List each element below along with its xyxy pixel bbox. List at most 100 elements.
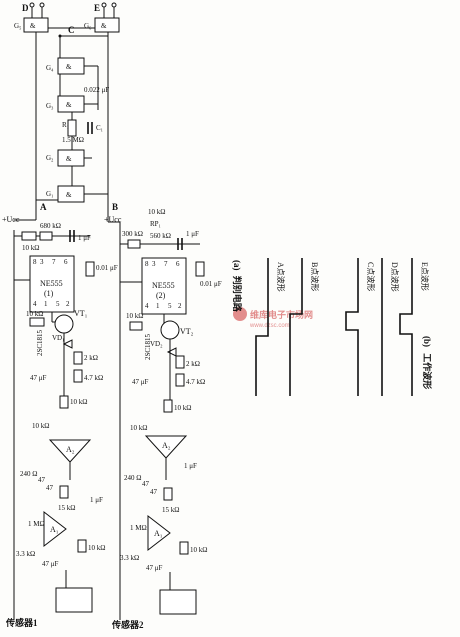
gate-g1: & <box>57 185 85 203</box>
svg-text:2: 2 <box>66 300 70 308</box>
svg-text:6: 6 <box>176 260 180 268</box>
waveform-c <box>345 258 359 396</box>
ch2-transistor <box>160 320 180 340</box>
ch2-ne555 <box>141 257 187 315</box>
ch1-c-1u-label: 1 μF <box>78 234 91 242</box>
svg-text:5: 5 <box>56 300 60 308</box>
ch2-rp-label: RP₁ <box>150 220 161 228</box>
waveform-e-label: E点波形 <box>420 262 430 291</box>
svg-text:47: 47 <box>46 484 54 492</box>
node-a-label: A <box>40 202 47 212</box>
ch1-ne555 <box>29 255 75 313</box>
ch1-r-680-label: 680 kΩ <box>40 222 61 230</box>
ch2-diode <box>166 347 177 357</box>
ch1-c-47u-label: 47 μF <box>30 374 47 382</box>
svg-text:维库电子市场网: 维库电子市场网 <box>250 309 313 320</box>
ch1-r-top-label: 10 kΩ <box>22 244 39 252</box>
ch1-ic-num: (1) <box>44 289 54 298</box>
watermark: 维库电子市场网 www.dzsc.com <box>233 307 313 329</box>
svg-text:8: 8 <box>33 258 37 266</box>
ch1-r-10k-a-label: 10 kΩ <box>70 398 87 406</box>
node-b-label: B <box>112 202 118 212</box>
sensor-1-box <box>55 587 93 613</box>
ch2-r-560-label: 560 kΩ <box>150 232 171 240</box>
node-e-label: E <box>94 3 100 13</box>
ch2-r-240-label: 240 Ω <box>124 474 141 482</box>
svg-text:7: 7 <box>164 260 168 268</box>
ch2-amp-a2 <box>144 435 188 459</box>
c1-label: C₁ <box>96 124 103 132</box>
svg-text:7: 7 <box>52 258 56 266</box>
ch2-r-47k-label: 4.7 kΩ <box>186 378 205 386</box>
gate-g6-label: G₆ <box>84 22 92 30</box>
ch1-r-top <box>21 231 37 241</box>
svg-text:&: & <box>66 191 72 199</box>
ch1-amp1-label: A₁ <box>50 525 59 534</box>
ch1-amp2-label: A₂ <box>66 445 75 454</box>
svg-text:&: & <box>101 22 107 30</box>
svg-text:&: & <box>66 155 72 163</box>
gate-g4-label: G₄ <box>46 64 54 72</box>
gate-g5: & <box>23 17 49 33</box>
waveform-a <box>255 258 269 396</box>
svg-text:47: 47 <box>38 476 46 484</box>
sensor-2-box <box>159 589 197 615</box>
ch2-vt-label: VT₂ <box>180 327 194 336</box>
svg-text:1: 1 <box>44 300 48 308</box>
ch2-vd-label: VD₂ <box>150 340 163 348</box>
ch2-r-10k-a-label: 10 kΩ <box>174 404 191 412</box>
ch1-amp-a1 <box>43 510 67 548</box>
ch1-r-1m-label: 1 MΩ <box>28 520 45 528</box>
svg-text:47: 47 <box>142 480 150 488</box>
waveform-label-b: (b) 工作波形 <box>422 336 433 389</box>
svg-text:1: 1 <box>156 302 160 310</box>
ch1-r-33k-label: 3.3 kΩ <box>16 550 35 558</box>
ch1-part-label: 2SC1815 <box>36 329 44 356</box>
ch1-r-47k-label: 4.7 kΩ <box>84 374 103 382</box>
ch1-r-240-label: 240 Ω <box>20 470 37 478</box>
ch2-amp2-label: A₂ <box>162 441 171 450</box>
ch1-c-47u-b-label: 47 μF <box>42 560 59 568</box>
ch1-ic-name: NE555 <box>40 279 63 288</box>
ch2-c-1u-label: 1 μF <box>186 230 199 238</box>
svg-text:4: 4 <box>145 302 149 310</box>
ch2-c-001-label: 0.01 μF <box>200 280 222 288</box>
svg-text:4: 4 <box>33 300 37 308</box>
c1-value: 0.022 μF <box>84 86 109 94</box>
ch1-c-1u-b-label: 1 μF <box>90 496 103 504</box>
svg-text:www.dzsc.com: www.dzsc.com <box>249 323 290 329</box>
node-c-label: C <box>68 25 75 35</box>
svg-text:3: 3 <box>152 260 156 268</box>
ch2-amp-a1 <box>147 514 171 552</box>
waveform-d-label: D点波形 <box>390 262 400 292</box>
ch1-vd-label: VD₁ <box>52 334 65 342</box>
ch1-c-001-label: 0.01 μF <box>96 264 118 272</box>
svg-text:&: & <box>30 22 36 30</box>
gate-g3: & <box>57 95 85 113</box>
ch2-r-1m-label: 1 MΩ <box>130 524 147 532</box>
ch1-r-10k-b-label: 10 kΩ <box>32 422 49 430</box>
ch2-ic-name: NE555 <box>152 281 175 290</box>
ch1-vt-label: VT₁ <box>74 309 88 318</box>
ch2-r-10k-top-label: 10 kΩ <box>148 208 165 216</box>
svg-text:6: 6 <box>64 258 68 266</box>
circuit-label-a: (a) 判别电路 <box>232 260 243 313</box>
waveform-b-label: B点波形 <box>310 262 320 291</box>
ch2-vcc-label: +Ucc <box>104 215 122 224</box>
waveform-e <box>399 258 413 396</box>
gate-g1-label: G₁ <box>46 190 54 198</box>
ch1-r-base-label: 10 kΩ <box>26 310 43 318</box>
node-d-label: D <box>22 3 29 13</box>
resistor-r1 <box>67 119 77 137</box>
gate-g2: & <box>57 149 85 167</box>
gate-g6: & <box>94 17 120 33</box>
ch2-amp1-label: A₁ <box>154 529 163 538</box>
ch1-vcc-label: +Ucc <box>2 215 20 224</box>
ch2-r-300-label: 300 kΩ <box>122 230 143 238</box>
ch2-r-2k-label: 2 kΩ <box>186 360 200 368</box>
r1-value: 1.5 MΩ <box>62 136 84 144</box>
ch2-c-47u-label: 47 μF <box>132 378 149 386</box>
gate-g3-label: G₃ <box>46 102 54 110</box>
